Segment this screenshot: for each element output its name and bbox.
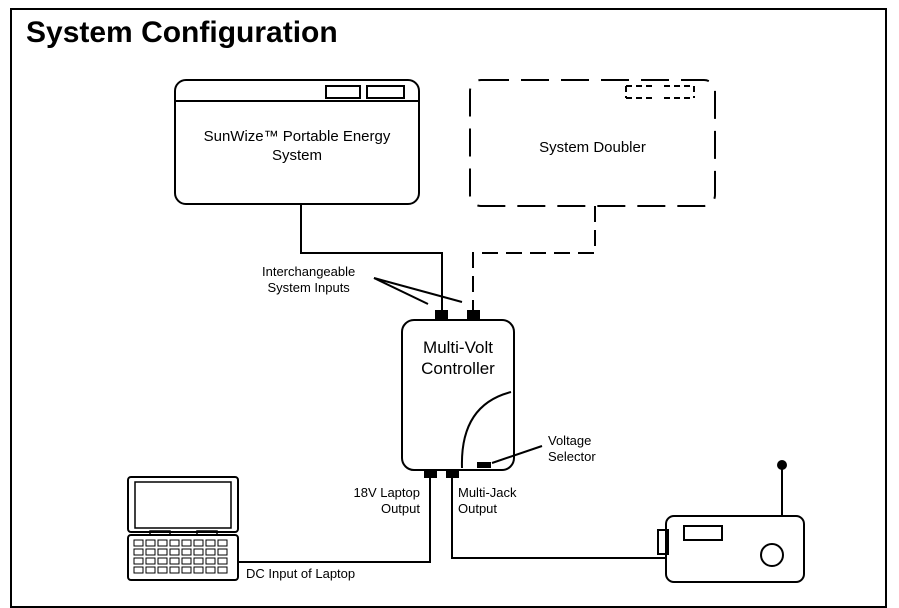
radio-icon xyxy=(657,466,805,583)
input-port-left xyxy=(435,310,448,320)
keyboard-key xyxy=(205,557,216,565)
controller-label: Multi-Volt Controller xyxy=(402,337,514,380)
keyboard-key xyxy=(145,539,156,547)
page-title: System Configuration xyxy=(26,16,338,49)
voltage-selector-arrow xyxy=(491,445,543,464)
laptop-input-annotation: DC Input of Laptop xyxy=(246,566,356,581)
system-doubler-panel-icon xyxy=(625,85,695,99)
keyboard-key xyxy=(145,557,156,565)
laptop-keyboard xyxy=(133,539,228,574)
keyboard-key xyxy=(133,539,144,547)
keyboard-key xyxy=(193,566,204,574)
input-port-right xyxy=(467,310,480,320)
keyboard-key xyxy=(145,566,156,574)
portable-energy-system-label-line2: System xyxy=(271,146,322,164)
keyboard-key xyxy=(217,539,228,547)
keyboard-key xyxy=(133,557,144,565)
inputs-arrow-right xyxy=(373,277,463,303)
controller-label-line1: Multi-Volt xyxy=(423,338,493,357)
keyboard-key xyxy=(157,566,168,574)
input-cable-dashed xyxy=(472,206,596,310)
keyboard-key xyxy=(169,557,180,565)
multijack-output-annotation: Multi-Jack Output xyxy=(458,485,517,518)
system-configuration-diagram xyxy=(127,79,805,583)
inputs-annotation-line2: System Inputs xyxy=(267,280,350,296)
controller-label-line2: Controller xyxy=(421,359,495,379)
voltage-selector-annotation: Voltage Selector xyxy=(548,433,596,466)
keyboard-key xyxy=(133,548,144,556)
keyboard-key xyxy=(181,557,192,565)
input-cable-solid xyxy=(300,204,443,310)
system-doubler-box xyxy=(469,79,716,207)
laptop-output-line1: 18V Laptop xyxy=(353,485,420,500)
multijack-output-cable xyxy=(451,476,665,559)
voltage-selector-switch xyxy=(477,462,491,468)
keyboard-key xyxy=(217,566,228,574)
keyboard-key xyxy=(181,539,192,547)
keyboard-key xyxy=(133,566,144,574)
portable-energy-system-box xyxy=(174,79,420,205)
keyboard-key xyxy=(217,557,228,565)
laptop-output-port xyxy=(424,470,437,478)
multijack-output-line1: Multi-Jack xyxy=(458,485,517,500)
voltage-selector-line1: Voltage xyxy=(548,433,592,448)
keyboard-key xyxy=(145,548,156,556)
inputs-annotation: Interchangeable System Inputs xyxy=(262,264,355,297)
system-doubler-label: System Doubler xyxy=(539,139,646,156)
multijack-output-port xyxy=(446,470,459,478)
keyboard-key xyxy=(157,557,168,565)
keyboard-key xyxy=(205,539,216,547)
keyboard-key xyxy=(193,557,204,565)
inputs-arrow-left xyxy=(373,277,429,305)
keyboard-key xyxy=(181,566,192,574)
voltage-selector-line2: Selector xyxy=(548,449,596,465)
radio-antenna-tip xyxy=(777,460,787,470)
keyboard-key xyxy=(217,548,228,556)
multijack-output-line2: Output xyxy=(458,501,498,517)
portable-energy-system-label-line1: SunWize™ Portable Energy xyxy=(203,128,391,145)
laptop-output-cable xyxy=(237,476,431,563)
keyboard-key xyxy=(181,548,192,556)
laptop-icon xyxy=(127,476,239,581)
laptop-output-annotation: 18V Laptop Output xyxy=(340,485,420,518)
keyboard-key xyxy=(169,566,180,574)
keyboard-key xyxy=(193,548,204,556)
keyboard-key xyxy=(169,548,180,556)
keyboard-key xyxy=(157,548,168,556)
inputs-annotation-line1: Interchangeable xyxy=(262,264,356,279)
keyboard-key xyxy=(169,539,180,547)
portable-energy-system-label: SunWize™ Portable Energy System xyxy=(175,128,419,166)
laptop-output-line2: Output xyxy=(380,501,420,517)
keyboard-key xyxy=(205,566,216,574)
keyboard-key xyxy=(205,548,216,556)
keyboard-key xyxy=(157,539,168,547)
keyboard-key xyxy=(193,539,204,547)
